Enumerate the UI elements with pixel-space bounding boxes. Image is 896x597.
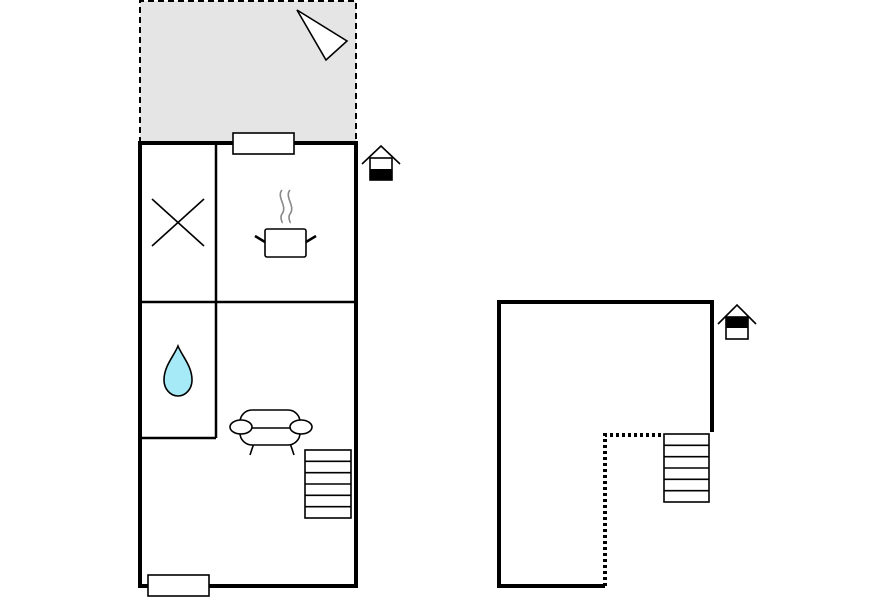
house-upper-floor-icon — [717, 303, 757, 340]
sun-direction-icon — [296, 9, 349, 62]
window-bottom — [147, 574, 210, 597]
water-drop-icon — [163, 343, 193, 397]
staircase-ground — [304, 449, 352, 519]
window-top — [232, 132, 295, 155]
cooking-pot-icon — [254, 189, 317, 258]
cross-icon — [151, 198, 205, 247]
house-ground-floor-icon — [361, 144, 401, 181]
upper-floor — [497, 300, 757, 588]
staircase-upper — [663, 433, 710, 503]
upper-floor-open-edge — [603, 433, 663, 586]
ground-floor — [138, 0, 401, 597]
terrace-dashed-outline — [139, 0, 357, 143]
upper-floor-outer-wall — [497, 300, 714, 588]
terrace — [140, 1, 356, 143]
armchair-icon — [229, 409, 313, 456]
